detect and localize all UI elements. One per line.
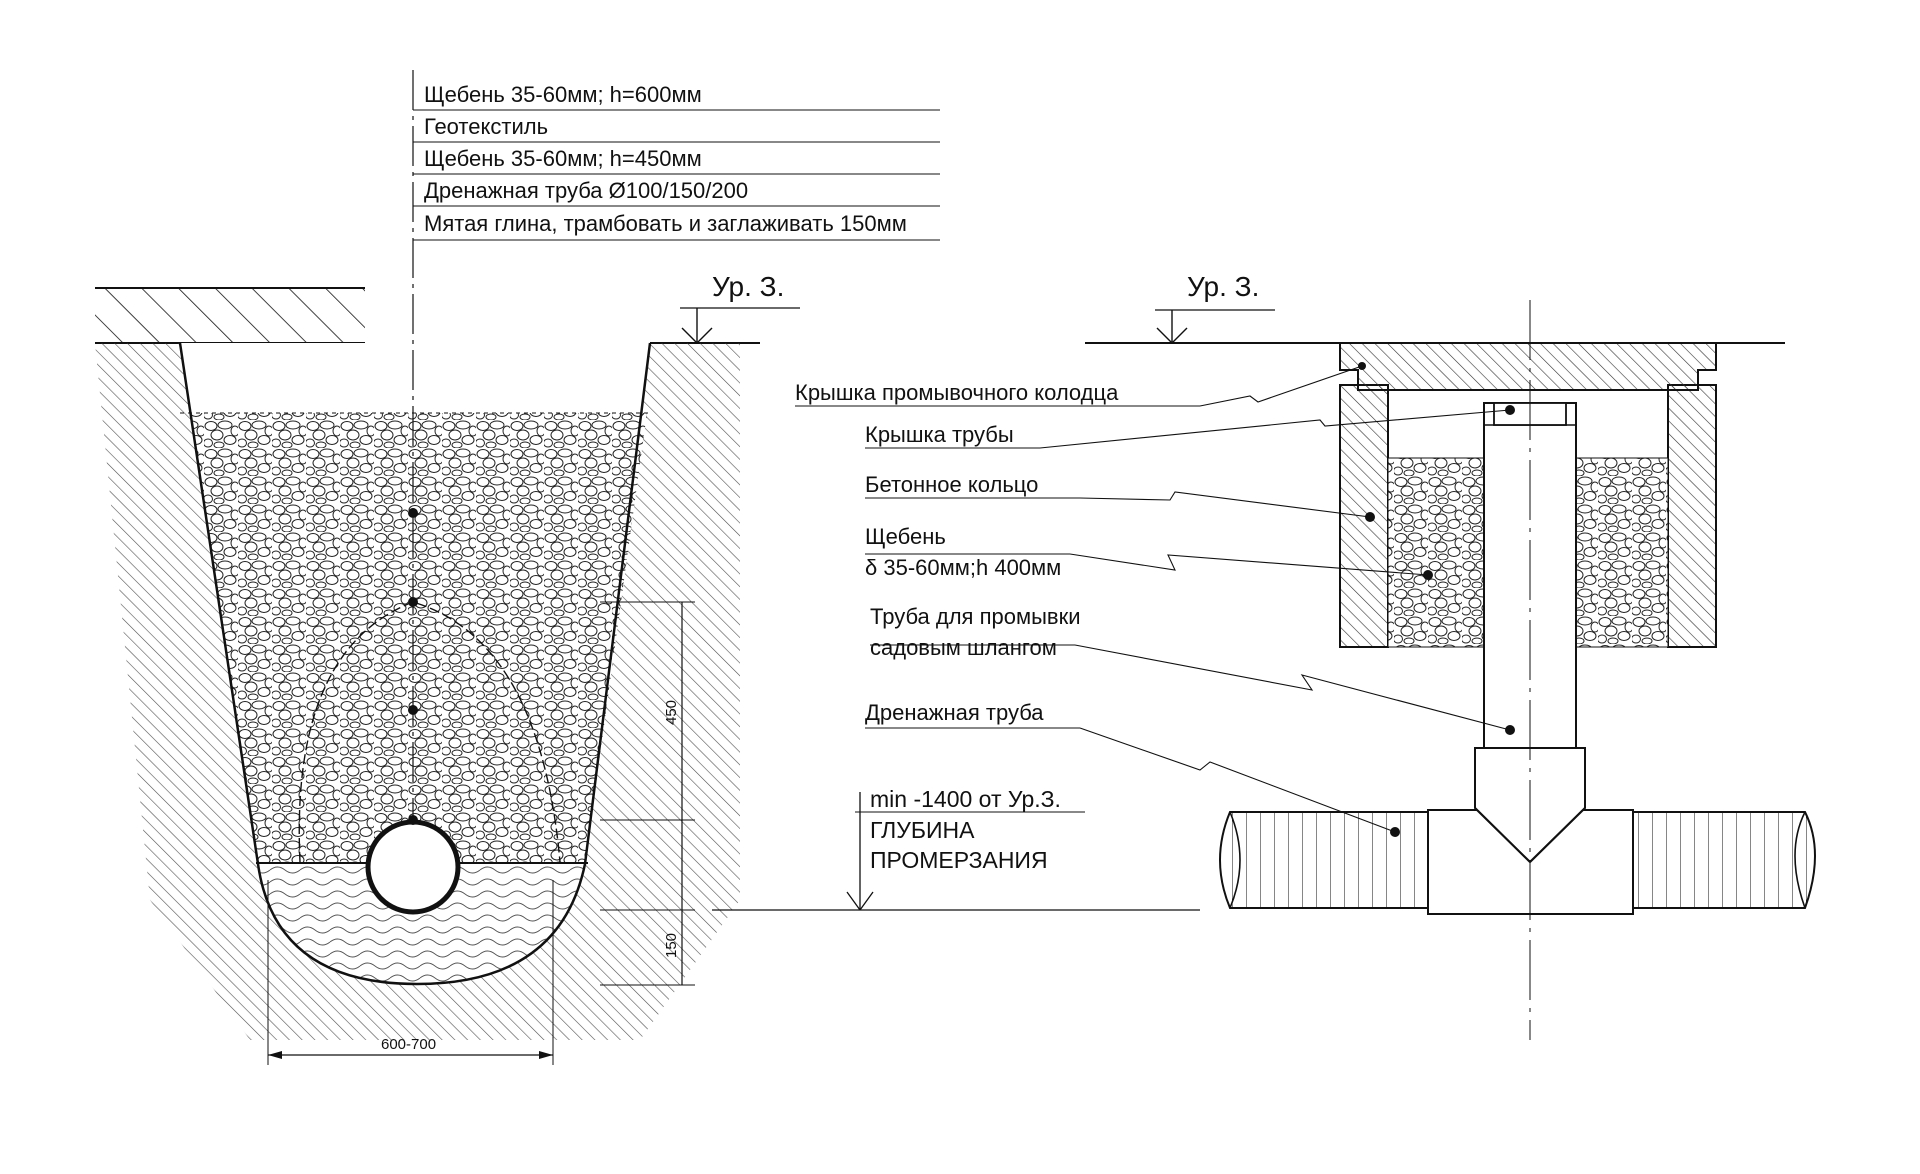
well-cover (1339, 342, 1717, 391)
label-flush-pipe-2: садовым шлангом (870, 635, 1057, 660)
freeze-line-3: ПРОМЕРЗАНИЯ (870, 847, 1048, 873)
layer-label-geotextile: Геотекстиль (424, 114, 548, 139)
freeze-line-1: min -1400 от Ур.З. (870, 786, 1061, 812)
flushing-well: Ур. З. (795, 271, 1816, 1040)
label-gravel-1: Щебень (865, 524, 946, 549)
level-mark-right: Ур. З. (1187, 271, 1259, 302)
label-gravel-2: δ 35-60мм;h 400мм (865, 555, 1061, 580)
dim-450: 450 (663, 700, 680, 725)
dim-150: 150 (663, 933, 680, 958)
level-mark-left: Ур. З. (712, 271, 784, 302)
drain-pipe (365, 819, 461, 915)
label-drain-pipe: Дренажная труба (865, 700, 1044, 725)
freeze-line-2: ГЛУБИНА (870, 817, 975, 843)
soil-hatch (95, 343, 740, 1040)
layer-label-clay: Мятая глина, трамбовать и заглаживать 15… (424, 211, 907, 236)
ground-surface (95, 288, 365, 343)
freeze-depth-mark: min -1400 от Ур.З. ГЛУБИНА ПРОМЕРЗАНИЯ (846, 786, 1085, 911)
dim-width: 600-700 (381, 1036, 436, 1053)
well-gravel-right (1575, 457, 1669, 648)
concrete-ring-right (1667, 384, 1717, 648)
layer-label-drain-pipe: Дренажная труба Ø100/150/200 (424, 178, 748, 203)
gravel-fill (190, 413, 647, 863)
label-pipe-cap: Крышка трубы (865, 422, 1014, 447)
layer-label-gravel-600: Щебень 35-60мм; h=600мм (424, 82, 702, 107)
well-gravel-left (1387, 457, 1485, 648)
label-concrete-ring: Бетонное кольцо (865, 472, 1038, 497)
label-flush-pipe-1: Труба для промывки (870, 604, 1081, 629)
trench-section: Щебень 35-60мм; h=600мм Геотекстиль Щебе… (95, 70, 940, 1065)
layer-label-gravel-450: Щебень 35-60мм; h=450мм (424, 146, 702, 171)
label-well-cover: Крышка промывочного колодца (795, 380, 1119, 405)
